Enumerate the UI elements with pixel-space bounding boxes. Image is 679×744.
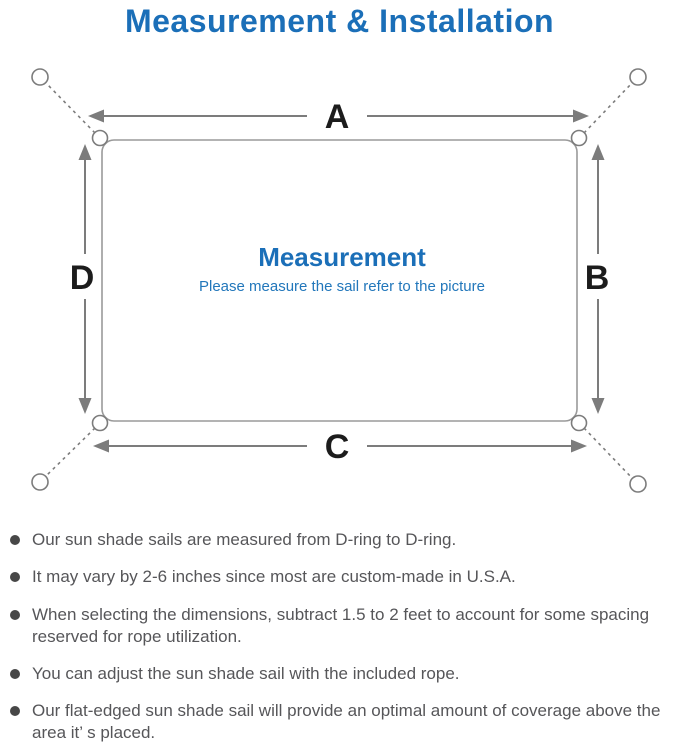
bullet-icon	[10, 668, 20, 679]
dimension-label-a: A	[325, 98, 350, 136]
d-ring-bottom-right-icon	[570, 415, 588, 432]
bullet-icon	[10, 705, 20, 716]
rope-bottom-left	[45, 427, 96, 477]
arrow-left-icon	[88, 109, 104, 123]
bullet-icon	[10, 572, 20, 583]
rope-top-right	[583, 82, 633, 134]
dimension-label-b: B	[585, 259, 610, 297]
arrow-right-icon	[571, 439, 587, 453]
bullet-icon	[10, 535, 20, 546]
d-ring-top-right-icon	[570, 130, 588, 147]
anchor-top-right-icon	[629, 68, 647, 87]
dimension-label-c: C	[325, 428, 350, 466]
anchor-points	[31, 68, 647, 494]
bullet-icon	[10, 609, 20, 620]
diagram-center-text: Measurement Please measure the sail refe…	[199, 242, 485, 295]
arrow-up-icon	[78, 144, 92, 161]
note-item: When selecting the dimensions, subtract …	[10, 604, 671, 648]
measurement-diagram: A C D B Measurement Pl	[31, 68, 647, 494]
d-rings	[91, 130, 588, 432]
arrow-down-icon	[591, 398, 605, 415]
anchor-bottom-left-icon	[31, 473, 49, 492]
anchor-bottom-right-icon	[629, 475, 647, 494]
d-ring-bottom-left-icon	[91, 415, 109, 432]
rope-top-left	[45, 82, 96, 134]
note-item: You can adjust the sun shade sail with t…	[10, 663, 671, 685]
anchor-top-left-icon	[31, 68, 49, 87]
arrow-down-icon	[78, 398, 92, 415]
dimension-arrow-c: C	[93, 428, 587, 466]
dimension-arrow-b: B	[585, 144, 610, 415]
note-item: Our flat-edged sun shade sail will provi…	[10, 700, 671, 744]
shade-sail-outline	[101, 139, 578, 423]
page-title: Measurement & Installation	[124, 3, 555, 39]
note-text: When selecting the dimensions, subtract …	[32, 604, 650, 646]
diagram-center-subtitle: Please measure the sail refer to the pic…	[199, 278, 485, 295]
note-text: Our sun shade sails are measured from D-…	[32, 530, 457, 550]
arrow-right-icon	[573, 109, 589, 123]
dimension-label-d: D	[70, 259, 95, 297]
note-text: It may vary by 2-6 inches since most are…	[32, 567, 516, 587]
rope-lines	[45, 82, 633, 479]
notes-list: Our sun shade sails are measured from D-…	[0, 529, 679, 744]
arrow-left-icon	[93, 439, 109, 453]
d-ring-top-left-icon	[91, 130, 109, 147]
note-item: It may vary by 2-6 inches since most are…	[10, 566, 671, 588]
note-text: You can adjust the sun shade sail with t…	[32, 663, 460, 683]
dimension-arrow-a: A	[88, 98, 589, 136]
rope-bottom-right	[583, 427, 633, 479]
diagram-center-title: Measurement	[258, 242, 426, 272]
note-text: Our flat-edged sun shade sail will provi…	[32, 700, 661, 742]
dimension-arrow-d: D	[70, 144, 95, 415]
note-item: Our sun shade sails are measured from D-…	[10, 529, 671, 551]
arrow-up-icon	[591, 144, 605, 161]
